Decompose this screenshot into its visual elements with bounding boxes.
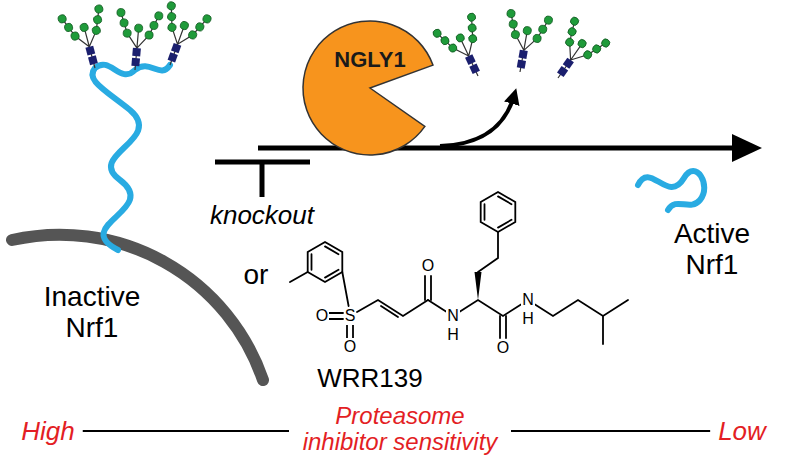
enzyme-pacman: NGLY1 — [300, 18, 440, 158]
arrow-head — [732, 134, 762, 162]
chemical-structure — [290, 192, 628, 344]
pacman-outline — [303, 21, 433, 155]
protein-active — [638, 171, 704, 210]
compound-name: WRR139 — [317, 364, 422, 393]
atom-label: H — [446, 326, 460, 344]
conjunction-label: or — [244, 260, 269, 291]
pacman-shape — [300, 18, 440, 158]
scale-line — [83, 430, 289, 432]
condition-label: knockout — [210, 201, 314, 230]
enzyme-name: NGLY1 — [334, 47, 405, 73]
glycan — [57, 4, 117, 74]
state-label: Inactive Nrf1 — [27, 282, 157, 344]
atom-label: S — [344, 307, 357, 325]
membrane-arc — [12, 235, 263, 380]
protein-inactive — [92, 65, 170, 250]
glycan — [148, 1, 212, 73]
state-label: Active Nrf1 — [647, 219, 777, 281]
atom-label: O — [421, 257, 435, 275]
release-arrow — [440, 96, 514, 146]
glycan — [497, 9, 553, 76]
atom-label: H — [521, 310, 535, 328]
inhibition-stem — [260, 162, 265, 197]
atom-label: O — [496, 339, 510, 357]
atom-label: N — [446, 307, 460, 325]
scale-end-label: Low — [718, 417, 766, 446]
reaction-arrow — [258, 146, 735, 151]
glycan — [432, 12, 499, 86]
atom-label: N — [521, 291, 535, 309]
glycan — [539, 16, 611, 92]
scale-line — [511, 430, 710, 432]
atom-label: O — [343, 338, 357, 356]
scale-title: Proteasome inhibitor sensitivity — [297, 403, 503, 456]
glycan — [112, 8, 163, 72]
scale-end-label: High — [21, 417, 74, 446]
atom-label: O — [315, 307, 329, 325]
stereo-wedge — [475, 272, 482, 300]
